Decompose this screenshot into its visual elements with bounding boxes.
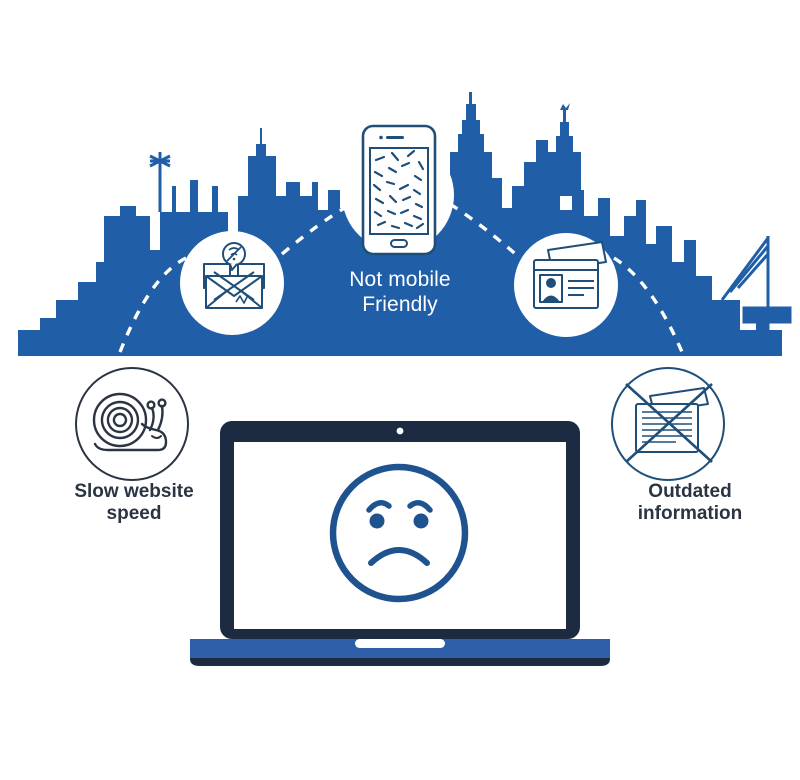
label-outdated-information: Outdated information: [637, 481, 743, 525]
crossed-out-newspaper-icon: [625, 383, 713, 463]
scattered-dashes: [372, 149, 425, 230]
liver-bird: [560, 103, 570, 110]
liver-building: [548, 103, 581, 196]
circle-outdated[interactable]: [611, 367, 725, 481]
circle-id-card[interactable]: [514, 233, 618, 337]
id-card-icon: [533, 241, 607, 309]
label-slow-website-speed: Slow website speed: [74, 481, 194, 525]
laptop-base-shadow: [190, 658, 610, 666]
smartphone-scattered-content-icon: [361, 124, 437, 256]
circle-broken-link[interactable]: [180, 231, 284, 335]
laptop-with-sad-face[interactable]: [190, 421, 610, 666]
eye-left: [369, 513, 385, 529]
dashed-connector-arc: [118, 202, 684, 353]
face-outline: [329, 463, 469, 603]
sad-face-icon: [329, 463, 469, 603]
laptop-trackpad-notch: [355, 639, 445, 648]
laptop-webcam: [396, 427, 404, 435]
dockside-crane: [720, 236, 792, 330]
eyebrow-right: [407, 500, 433, 513]
arc-segment-left-mid: [280, 204, 349, 256]
label-not-mobile-friendly: Not mobile Friendly: [349, 268, 451, 316]
circle-mobile[interactable]: [342, 124, 454, 256]
eye-right: [413, 513, 429, 529]
arc-segment-right-mid: [449, 202, 522, 260]
strike-through-x: [625, 383, 713, 463]
circle-slow-speed[interactable]: [75, 367, 189, 481]
radio-city-tower-mast: [149, 152, 171, 212]
broken-envelope-link-icon: [203, 242, 265, 309]
avatar-glyph: [542, 278, 560, 302]
skyline-ground-band: [18, 330, 782, 356]
eyebrow-left: [366, 500, 392, 513]
frown-mouth: [368, 547, 430, 566]
snail-icon: [92, 392, 168, 452]
arc-segment-left: [118, 256, 187, 353]
